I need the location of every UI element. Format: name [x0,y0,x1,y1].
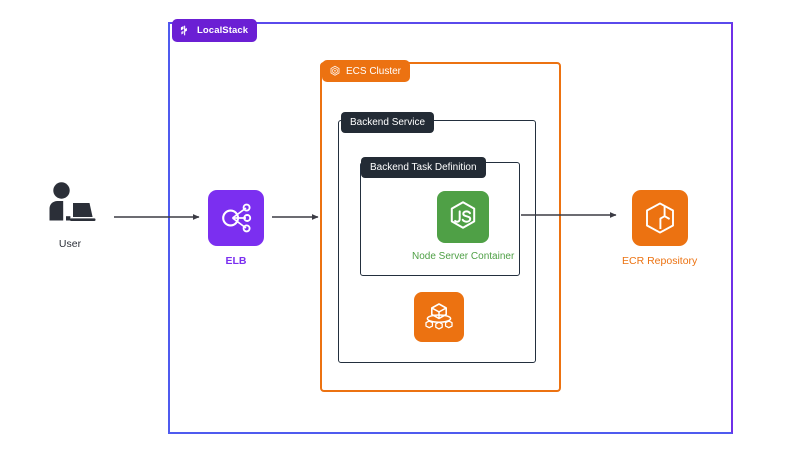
localstack-badge: LocalStack [172,19,258,42]
elastic-load-balancer-icon [222,203,252,233]
node-node-server: Node Server Container [412,191,514,262]
node-elb-caption: ELB [225,255,247,267]
node-server-tile [437,191,490,243]
localstack-badge-label: LocalStack [197,25,249,36]
aws-ecs-cubes-icon [425,303,453,330]
node-user: User [44,181,96,250]
node-ecr-caption: ECR Repository [622,255,698,267]
task-definition-badge: Backend Task Definition [361,157,486,178]
localstack-logo-icon [180,25,187,36]
ecs-cluster-label: ECS Cluster [346,65,402,77]
node-elb: ELB [208,190,264,267]
node-ecs-task [414,292,464,342]
backend-service-badge: Backend Service [341,112,435,133]
node-server-caption: Node Server Container [412,251,515,262]
ecs-cluster-box [320,62,561,392]
nodejs-hexagon-js-icon [450,201,476,229]
ecs-cluster-hexagon-icon [330,65,340,76]
task-definition-label: Backend Task Definition [370,162,477,173]
node-ecs-task-tile [414,292,464,342]
ecr-container-box-icon [645,202,674,234]
node-user-caption: User [58,238,82,250]
user-at-laptop-icon [49,182,96,221]
backend-service-label: Backend Service [350,117,426,128]
node-elb-tile [208,190,264,246]
backend-service-box [338,120,536,363]
node-ecr-tile [631,190,688,246]
ecs-cluster-badge: ECS Cluster [322,60,411,82]
node-ecr: ECR Repository [622,190,697,267]
localstack-boundary [168,22,733,434]
